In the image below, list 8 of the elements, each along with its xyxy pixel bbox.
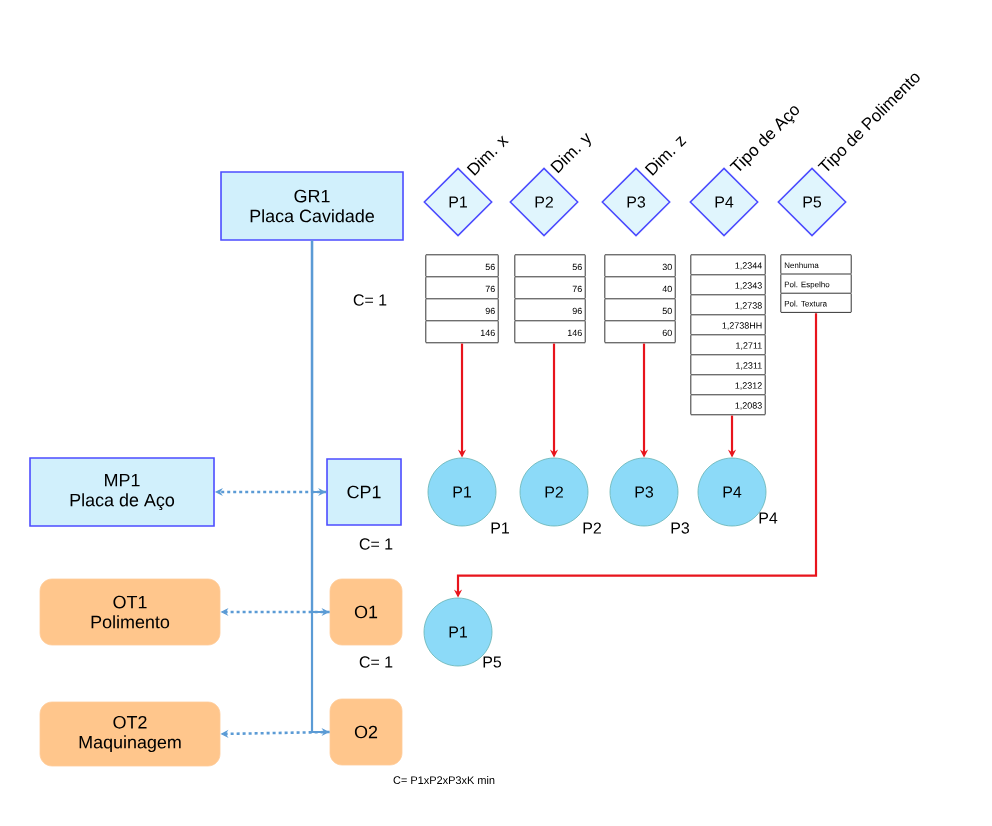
operation-box: OT1 Polimento bbox=[39, 578, 221, 646]
material-box: MP1 Placa de Aço bbox=[29, 457, 215, 527]
group-box: GR1 Placa Cavidade bbox=[220, 171, 404, 241]
parameter-name: Tipo de Aço bbox=[729, 106, 799, 171]
operation-box: O1 bbox=[329, 578, 403, 646]
operation-box: OT2 Maquinagem bbox=[39, 701, 221, 767]
operation-box: O2 bbox=[329, 698, 403, 766]
component-box: CP1 bbox=[326, 458, 402, 526]
